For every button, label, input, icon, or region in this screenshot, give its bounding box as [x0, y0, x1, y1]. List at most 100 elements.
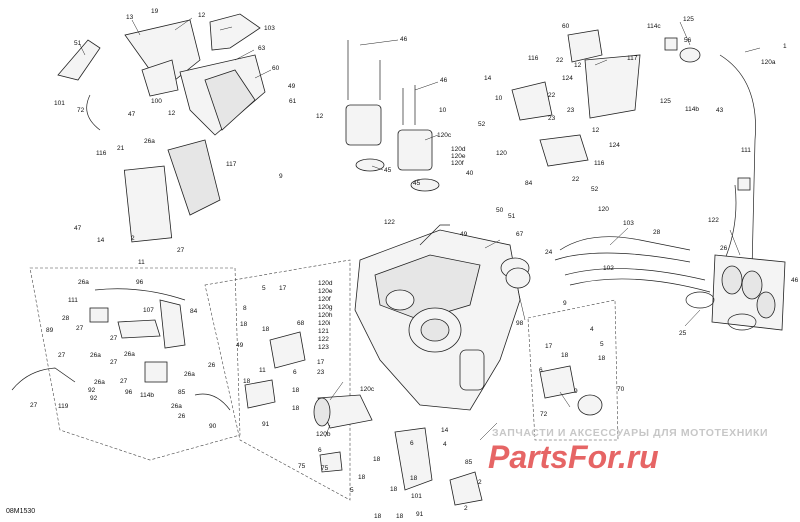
- svg-text:10: 10: [495, 95, 503, 102]
- svg-text:85: 85: [465, 459, 473, 466]
- svg-text:122: 122: [318, 336, 329, 343]
- svg-text:124: 124: [562, 75, 573, 82]
- svg-text:114c: 114c: [647, 23, 661, 30]
- svg-text:28: 28: [653, 229, 661, 236]
- svg-text:85: 85: [178, 389, 186, 396]
- svg-text:14: 14: [441, 427, 449, 434]
- svg-text:18: 18: [598, 355, 606, 362]
- svg-text:18: 18: [292, 387, 300, 394]
- svg-text:26: 26: [208, 362, 216, 369]
- svg-text:70: 70: [617, 386, 625, 393]
- oil-cooler-assembly: [685, 254, 786, 331]
- svg-text:120e: 120e: [451, 153, 466, 160]
- svg-text:61: 61: [289, 98, 297, 105]
- svg-text:6: 6: [539, 367, 543, 374]
- svg-text:23: 23: [567, 107, 575, 114]
- svg-text:26a: 26a: [144, 138, 155, 145]
- svg-text:120: 120: [496, 150, 507, 157]
- diagram-code: 08M1530: [6, 508, 36, 515]
- svg-text:13: 13: [126, 14, 134, 21]
- svg-text:60: 60: [562, 23, 570, 30]
- svg-text:120i: 120i: [318, 320, 330, 327]
- svg-text:124: 124: [609, 142, 620, 149]
- svg-text:107: 107: [143, 307, 154, 314]
- svg-text:24: 24: [545, 249, 553, 256]
- svg-text:18: 18: [373, 456, 381, 463]
- svg-text:50: 50: [496, 207, 504, 214]
- svg-text:84: 84: [525, 180, 533, 187]
- svg-text:116: 116: [594, 160, 605, 167]
- svg-text:46: 46: [400, 36, 408, 43]
- svg-text:23: 23: [548, 115, 556, 122]
- svg-text:46: 46: [440, 77, 448, 84]
- svg-text:103: 103: [264, 25, 275, 32]
- svg-text:14: 14: [97, 237, 105, 244]
- svg-text:18: 18: [240, 321, 248, 328]
- svg-text:2: 2: [464, 505, 468, 512]
- svg-text:117: 117: [226, 161, 237, 168]
- svg-text:98: 98: [516, 320, 524, 327]
- svg-text:5: 5: [350, 487, 354, 494]
- svg-text:18: 18: [410, 475, 418, 482]
- svg-text:26a: 26a: [171, 403, 182, 410]
- engine-block: [354, 224, 530, 411]
- svg-text:101: 101: [54, 100, 65, 107]
- svg-text:116: 116: [528, 55, 539, 62]
- svg-text:120c: 120c: [360, 386, 375, 393]
- svg-text:22: 22: [572, 176, 580, 183]
- leader-lines: [79, 17, 761, 441]
- svg-text:102: 102: [603, 265, 614, 272]
- svg-text:18: 18: [390, 486, 398, 493]
- svg-text:120f: 120f: [451, 160, 464, 167]
- svg-text:63: 63: [258, 45, 266, 52]
- svg-text:122: 122: [708, 217, 719, 224]
- svg-text:120f: 120f: [318, 296, 331, 303]
- svg-text:26a: 26a: [184, 371, 195, 378]
- group-outline-left: [29, 267, 241, 461]
- svg-text:11: 11: [259, 367, 266, 374]
- svg-text:120c: 120c: [437, 132, 452, 139]
- svg-text:5: 5: [600, 341, 604, 348]
- svg-text:26a: 26a: [94, 379, 105, 386]
- svg-text:92: 92: [90, 395, 98, 402]
- svg-text:119: 119: [58, 403, 69, 410]
- svg-text:27: 27: [30, 402, 38, 409]
- svg-text:10: 10: [439, 107, 447, 114]
- ecm-module: [123, 139, 221, 243]
- svg-text:11: 11: [138, 259, 145, 266]
- svg-text:111: 111: [68, 297, 78, 304]
- svg-text:122: 122: [384, 219, 395, 226]
- intake-cover-group: [57, 13, 266, 136]
- svg-text:120e: 120e: [318, 288, 333, 295]
- svg-text:101: 101: [411, 493, 422, 500]
- svg-text:45: 45: [413, 180, 421, 187]
- svg-text:75: 75: [298, 463, 306, 470]
- svg-text:49: 49: [460, 231, 468, 238]
- coolant-hoses: [554, 236, 711, 293]
- svg-text:52: 52: [591, 186, 599, 193]
- svg-text:52: 52: [478, 121, 486, 128]
- svg-text:120b: 120b: [316, 431, 331, 438]
- svg-text:120h: 120h: [318, 312, 333, 319]
- svg-text:17: 17: [279, 285, 287, 292]
- electronics-upper-right: [511, 29, 756, 271]
- svg-text:25: 25: [679, 330, 687, 337]
- svg-text:23: 23: [317, 369, 325, 376]
- svg-text:2: 2: [478, 479, 482, 486]
- svg-text:72: 72: [540, 411, 548, 418]
- svg-text:27: 27: [110, 359, 118, 366]
- watermark-logo-text: PartsFor.ru: [488, 439, 659, 474]
- svg-text:26a: 26a: [90, 352, 101, 359]
- svg-text:12: 12: [592, 127, 600, 134]
- svg-text:91: 91: [262, 421, 270, 428]
- svg-text:123: 123: [318, 344, 329, 351]
- svg-text:12: 12: [574, 62, 582, 69]
- svg-text:27: 27: [110, 335, 118, 342]
- svg-text:14: 14: [484, 75, 492, 82]
- engine-mounts: [449, 267, 603, 506]
- svg-text:51: 51: [74, 40, 82, 47]
- svg-text:116: 116: [96, 150, 107, 157]
- svg-text:17: 17: [317, 359, 325, 366]
- svg-text:72: 72: [77, 107, 85, 114]
